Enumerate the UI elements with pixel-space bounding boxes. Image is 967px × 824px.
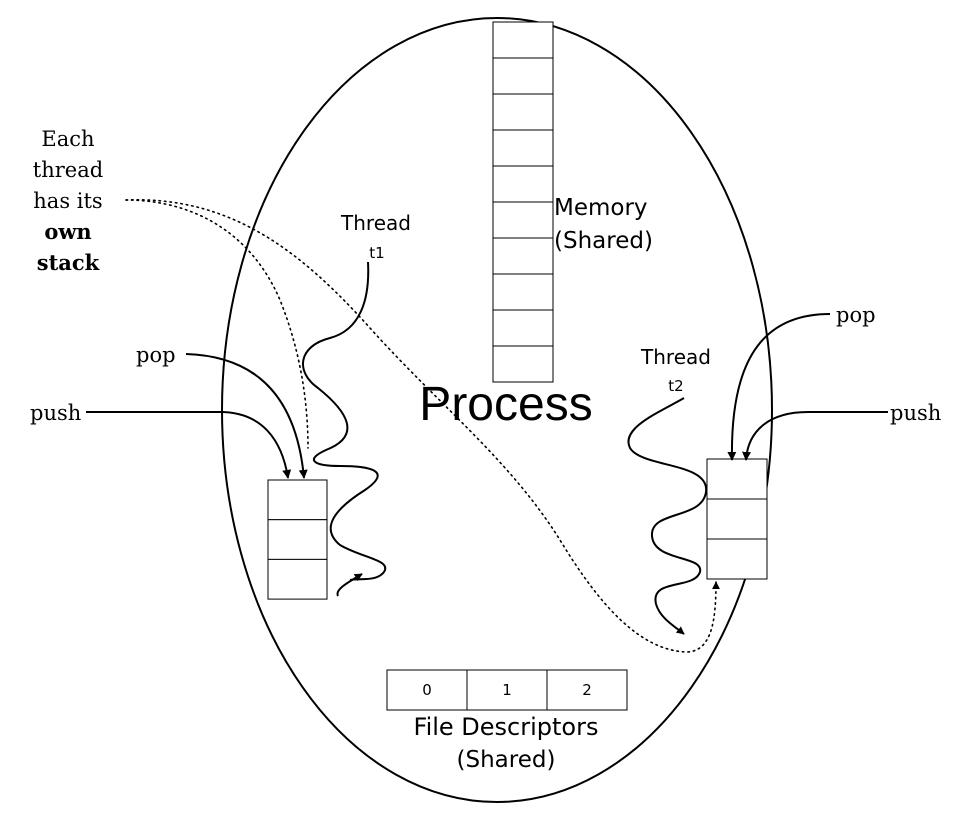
memory-cell bbox=[492, 237, 554, 275]
file-descriptor-number: 1 bbox=[502, 681, 512, 699]
note-line-thread: thread bbox=[33, 158, 103, 182]
thread2-execution-squiggle bbox=[627, 397, 708, 635]
thread1-execution-squiggle bbox=[302, 261, 387, 581]
thread1-subscript: t1 bbox=[369, 244, 384, 262]
stack-frame bbox=[706, 458, 768, 500]
thread2-pop-arrow bbox=[727, 313, 831, 461]
file-descriptor-cell bbox=[466, 669, 548, 711]
memory-cell bbox=[492, 309, 554, 347]
memory-cell bbox=[492, 21, 554, 59]
file-descriptor-cell bbox=[386, 669, 468, 711]
memory-label: Memory bbox=[554, 195, 648, 221]
thread1-pop-label: pop bbox=[136, 343, 176, 367]
note-line-has-its: has its bbox=[33, 189, 102, 213]
file-descriptor-number: 2 bbox=[582, 681, 592, 699]
file-descriptor-table: 0 1 2 bbox=[386, 669, 628, 711]
stack-frame bbox=[267, 558, 328, 600]
thread1-label: Thread bbox=[340, 211, 411, 235]
note-pointer-to-thread1-stack bbox=[125, 199, 309, 449]
thread1-squiggle-arrow bbox=[336, 573, 363, 597]
process-label: Process bbox=[419, 378, 592, 431]
thread2-label: Thread bbox=[640, 345, 711, 369]
memory-cell bbox=[492, 345, 554, 383]
memory-cell bbox=[492, 165, 554, 203]
thread2-stack bbox=[706, 458, 768, 580]
process-boundary bbox=[221, 17, 773, 803]
note-line-each: Each bbox=[41, 127, 94, 151]
stack-frame bbox=[267, 519, 328, 560]
file-descriptor-cell bbox=[546, 669, 628, 711]
memory-column bbox=[492, 21, 554, 383]
note-line-stack: stack bbox=[37, 250, 100, 275]
file-descriptor-number: 0 bbox=[422, 681, 432, 699]
memory-cell bbox=[492, 273, 554, 311]
thread2-pop-label: pop bbox=[836, 303, 876, 327]
thread1-stack bbox=[267, 479, 328, 600]
memory-cell bbox=[492, 93, 554, 131]
memory-shared-label: (Shared) bbox=[554, 228, 653, 254]
file-descriptors-label: File Descriptors bbox=[414, 713, 599, 741]
thread1-push-arrow bbox=[86, 411, 292, 479]
memory-cell bbox=[492, 129, 554, 167]
thread1-push-label: push bbox=[30, 401, 81, 425]
stack-frame bbox=[706, 538, 768, 580]
thread1-pop-arrow bbox=[185, 353, 308, 479]
memory-cell bbox=[492, 57, 554, 95]
thread2-push-label: push bbox=[890, 401, 941, 425]
thread2-push-arrow bbox=[742, 411, 888, 461]
thread2-subscript: t2 bbox=[668, 377, 683, 395]
file-descriptors-shared-label: (Shared) bbox=[457, 747, 556, 773]
own-stack-note: Each thread has its own stack bbox=[33, 127, 103, 275]
stack-frame bbox=[267, 479, 328, 521]
note-line-own: own bbox=[44, 219, 91, 244]
stack-frame bbox=[706, 498, 768, 540]
memory-cell bbox=[492, 201, 554, 239]
